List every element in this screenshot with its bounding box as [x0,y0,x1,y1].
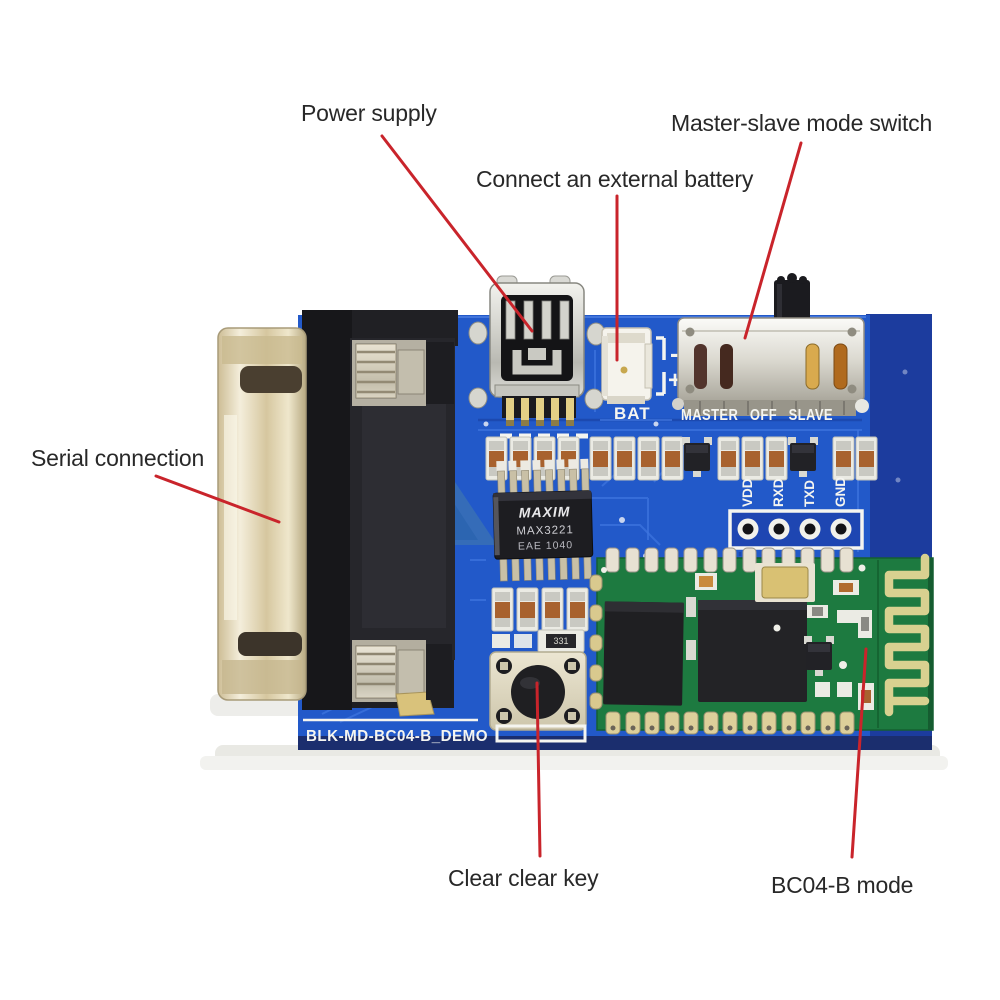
callout-external-battery: Connect an external battery [476,166,754,192]
ic-pins-top [497,468,590,496]
board-model-label: BLK-MD-BC04-B_DEMO [306,728,488,745]
pin-label-gnd: GND [833,477,848,507]
pin-label-txd: TXD [802,480,817,507]
pin-label-vdd: VDD [740,478,755,507]
callout-line-clear-key [535,681,542,858]
module-flash-chip [603,601,684,706]
ic-pads-top [496,458,589,472]
ic-part-text: MAX3221 [516,524,574,538]
callout-line-mode-switch [743,141,803,340]
switch-rivets [685,327,857,394]
callout-lines [154,134,868,859]
db9-jackscrew-top [352,340,454,406]
ic-pins-bottom [499,554,592,582]
callout-power-supply: Power supply [301,100,437,126]
callout-line-serial [154,474,281,524]
bat-label: BAT [614,404,651,423]
module-left-pads [589,574,603,710]
db9-metal-shell [217,327,307,701]
button-corner-legs [496,658,580,724]
antenna-trace [884,553,930,717]
module-main-chip [698,600,807,702]
ic-brand-text: MAXIM [519,503,571,520]
uart-header: VDD RXD TXD GND [728,477,864,550]
callout-line-bc04-mode [850,647,868,859]
db9-jackscrew-bottom [352,640,452,717]
bluetooth-module [589,547,934,735]
callout-clear-key: Clear clear key [448,865,599,891]
callout-bc04-mode: BC04-B mode [771,872,914,898]
db9-serial-connector [217,310,458,717]
callout-mode-switch: Master-slave mode switch [671,110,933,136]
watermark [447,470,497,545]
switch-slots [694,343,848,390]
pin-label-rxd: RXD [771,478,786,507]
crystal-oscillator [761,566,809,599]
polarity-minus: - [670,338,679,368]
button-silkscreen-parts: 331 [492,629,585,653]
resistor-marking: 331 [553,636,568,646]
ic-lot-text: EAE 1040 [518,539,574,552]
callout-serial-connection: Serial connection [31,445,205,471]
mode-slide-switch [672,273,869,416]
max3221-ic: MAXIM MAX3221 EAE 1040 [492,458,594,582]
callout-line-power-supply [380,134,534,333]
battery-silkscreen-bracket [656,336,666,396]
usb-pins [506,398,574,426]
switch-knob [774,273,810,324]
bottom-silkscreen: BLK-MD-BC04-B_DEMO [303,718,587,745]
switch-positions-label: MASTER OFF SLAVE [681,407,833,424]
header-holes [737,518,852,540]
